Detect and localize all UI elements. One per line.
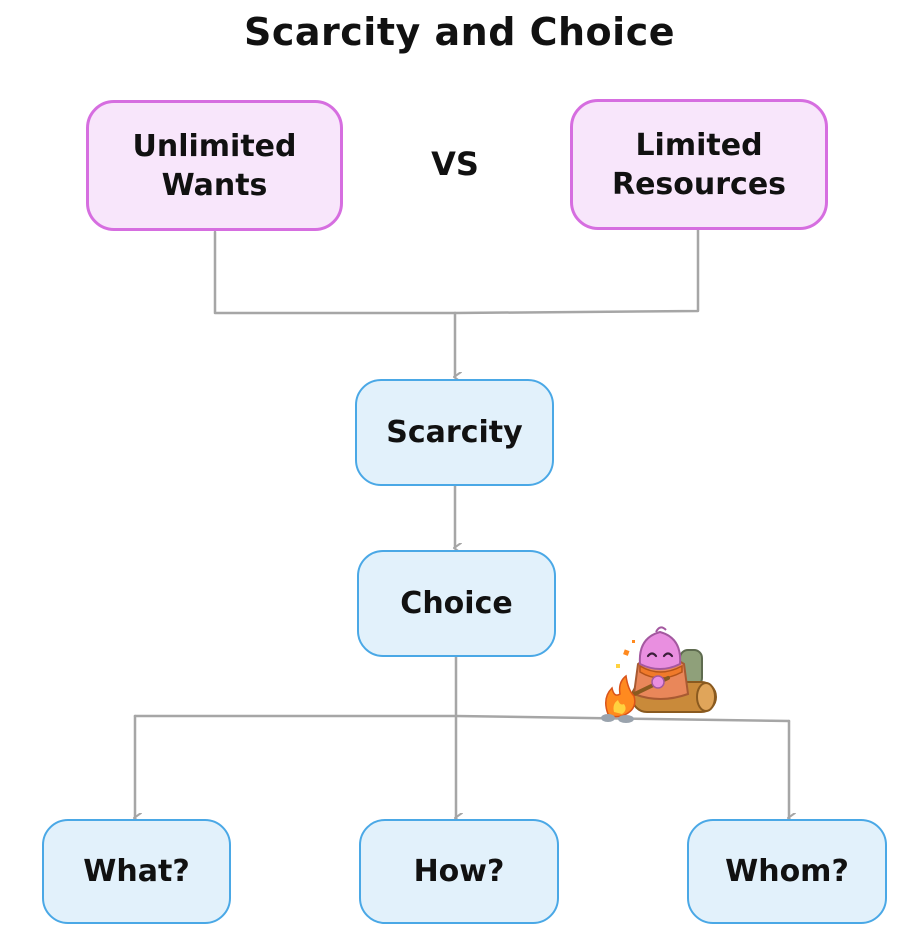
node-whom: Whom? — [687, 819, 887, 924]
node-limited-resources-line2: Resources — [611, 166, 787, 202]
node-unlimited-wants-line2: Wants — [161, 167, 268, 203]
connector-resources-to-join — [453, 226, 700, 315]
node-scarcity-label: Scarcity — [386, 415, 523, 450]
connector-choice-branch — [133, 714, 791, 723]
connector-wants-to-join — [213, 230, 457, 315]
node-how-label: How? — [413, 854, 505, 889]
node-how: How? — [359, 819, 559, 924]
vs-separator: VS — [431, 145, 479, 183]
node-limited-resources: Limited Resources — [570, 99, 828, 230]
node-what-label: What? — [83, 854, 190, 889]
node-choice-label: Choice — [400, 586, 513, 621]
node-whom-label: Whom? — [725, 854, 849, 889]
node-unlimited-wants-line1: Unlimited — [132, 128, 297, 164]
node-scarcity: Scarcity — [355, 379, 554, 486]
node-choice: Choice — [357, 550, 556, 657]
diagram-title: Scarcity and Choice — [244, 10, 675, 54]
node-what: What? — [42, 819, 231, 924]
campfire-mascot-icon — [601, 626, 717, 723]
node-limited-resources-line1: Limited — [635, 127, 763, 163]
node-unlimited-wants: Unlimited Wants — [86, 100, 343, 231]
